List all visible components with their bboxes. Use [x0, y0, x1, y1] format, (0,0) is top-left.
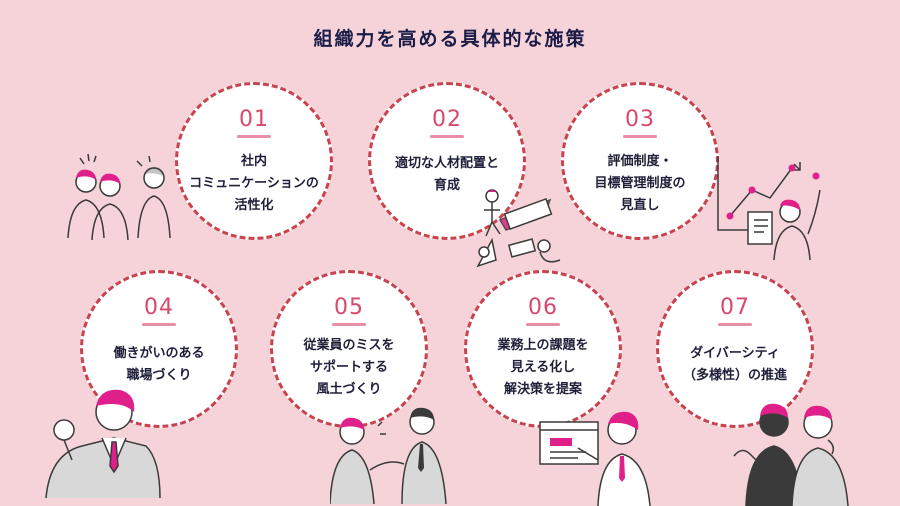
- measure-circle-01: 01 社内 コミュニケーションの 活性化: [175, 82, 333, 240]
- motivated-worker-illustration: [45, 389, 161, 499]
- presentation-board-illustration: [539, 411, 651, 506]
- measure-label: 社内 コミュニケーションの 活性化: [189, 154, 319, 213]
- measure-number: 06: [528, 295, 558, 320]
- measure-label: ダイバーシティ （多様性）の推進: [682, 346, 787, 383]
- measure-number: 05: [334, 295, 364, 320]
- page-title: 組織力を高める具体的な施策: [313, 28, 587, 50]
- measure-label: 働きがいのある 職場づくり: [113, 346, 205, 383]
- measure-number: 01: [239, 107, 269, 132]
- measure-label: 適切な人材配置と 育成: [394, 156, 499, 193]
- number-underline: [237, 135, 271, 138]
- number-underline: [332, 323, 366, 326]
- measure-circle-05: 05 従業員のミスを サポートする 風土づくり: [270, 270, 428, 428]
- measure-number: 02: [432, 107, 462, 132]
- team-talking-illustration: [67, 153, 171, 240]
- measure-circle-02: 02 適切な人材配置と 育成: [368, 82, 526, 240]
- number-underline: [142, 323, 176, 326]
- number-underline: [623, 135, 657, 138]
- measure-circle-07: 07 ダイバーシティ （多様性）の推進: [656, 270, 814, 428]
- number-underline: [430, 135, 464, 138]
- measure-number: 04: [144, 295, 174, 320]
- number-underline: [718, 323, 752, 326]
- measure-label: 評価制度・ 目標管理制度の 見直し: [594, 154, 686, 213]
- measure-number: 03: [625, 107, 655, 132]
- number-underline: [526, 323, 560, 326]
- measure-label: 従業員のミスを サポートする 風土づくり: [303, 338, 395, 397]
- measure-circle-03: 03 評価制度・ 目標管理制度の 見直し: [561, 82, 719, 240]
- handshake-illustration: [330, 407, 447, 505]
- measure-label: 業務上の課題を 見える化し 解決策を提案: [497, 338, 589, 397]
- measure-number: 07: [720, 295, 750, 320]
- chart-presenter-illustration: [717, 156, 821, 261]
- team-building-illustration: [476, 189, 561, 268]
- measure-circle-06: 06 業務上の課題を 見える化し 解決策を提案: [464, 270, 622, 428]
- diverse-team-illustration: [733, 403, 849, 506]
